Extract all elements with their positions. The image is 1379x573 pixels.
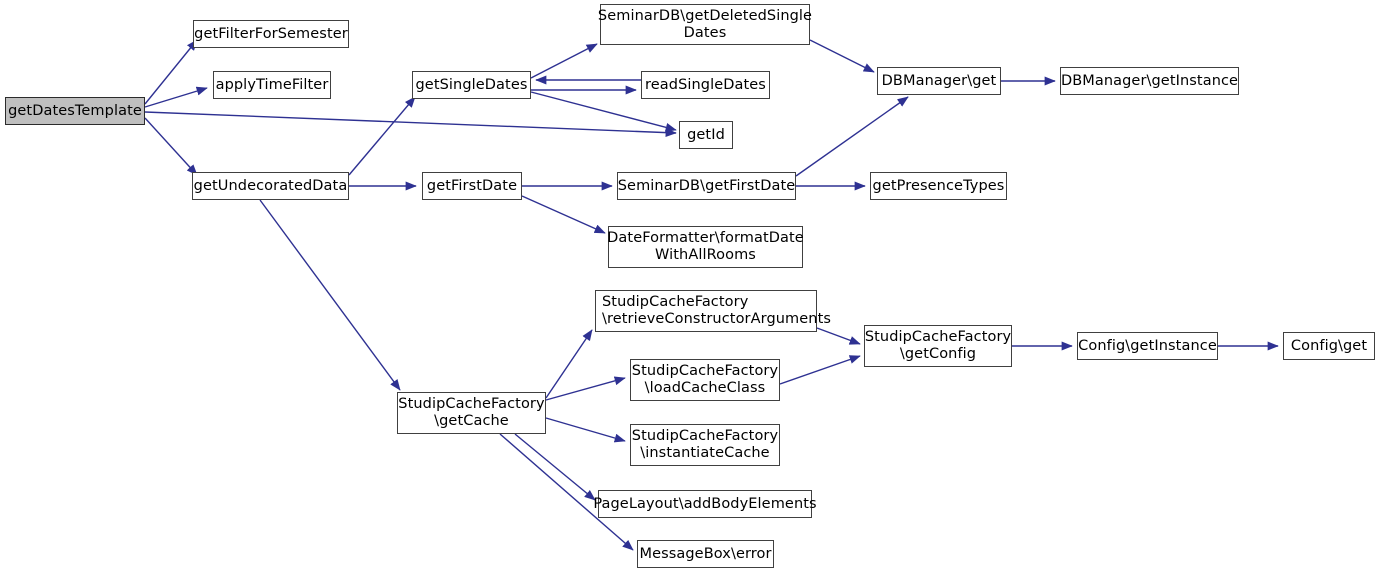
graph-node-label: getPresenceTypes	[872, 177, 1005, 194]
graph-node-StudipCacheFactoryGetConfig[interactable]: StudipCacheFactory \getConfig	[864, 325, 1012, 367]
graph-node-ConfigGet[interactable]: Config\get	[1283, 332, 1375, 360]
call-edge	[779, 355, 861, 385]
graph-node-label: SeminarDB\getDeletedSingle Dates	[597, 7, 813, 41]
graph-node-getFilterForSemester[interactable]: getFilterForSemester	[193, 20, 349, 48]
call-edge	[259, 199, 401, 391]
graph-node-DBManagerGet[interactable]: DBManager\get	[877, 67, 1001, 95]
graph-node-getDatesTemplate[interactable]: getDatesTemplate	[5, 97, 145, 125]
graph-node-label: StudipCacheFactory \getConfig	[864, 329, 1012, 362]
graph-node-readSingleDates[interactable]: readSingleDates	[641, 71, 770, 99]
graph-node-getDeletedSingleDates[interactable]: SeminarDB\getDeletedSingle Dates	[597, 4, 813, 45]
call-edge	[144, 39, 198, 105]
graph-node-label: DBManager\getInstance	[1060, 72, 1239, 89]
graph-node-applyTimeFilter[interactable]: applyTimeFilter	[213, 71, 331, 99]
call-edge	[816, 327, 861, 345]
graph-node-label: DBManager\get	[881, 72, 997, 89]
graph-node-label: StudipCacheFactory \getCache	[398, 396, 545, 429]
graph-node-label: Config\get	[1290, 337, 1368, 354]
graph-node-label: StudipCacheFactory \retrieveConstructorA…	[602, 294, 832, 327]
call-edge	[545, 376, 626, 401]
call-edge	[514, 433, 596, 501]
graph-node-label: PageLayout\addBodyElements	[593, 495, 817, 512]
call-edge	[545, 417, 626, 443]
graph-node-MessageBoxError[interactable]: MessageBox\error	[637, 540, 774, 568]
graph-node-DBManagerGetInstance[interactable]: DBManager\getInstance	[1060, 67, 1239, 95]
graph-node-addBodyElements[interactable]: PageLayout\addBodyElements	[593, 490, 817, 518]
graph-node-label: Config\getInstance	[1078, 337, 1217, 354]
graph-node-label: StudipCacheFactory \loadCacheClass	[631, 363, 779, 396]
graph-node-label: getFilterForSemester	[194, 25, 348, 42]
graph-node-label: getId	[687, 126, 725, 143]
graph-node-getSingleDates[interactable]: getSingleDates	[412, 71, 531, 99]
graph-node-label: getDatesTemplate	[8, 102, 142, 119]
graph-node-label: getFirstDate	[426, 177, 518, 194]
graph-node-getFirstDate[interactable]: getFirstDate	[422, 172, 522, 200]
graph-node-SeminarDBGetFirstDate[interactable]: SeminarDB\getFirstDate	[617, 172, 796, 200]
call-edge	[795, 96, 909, 177]
graph-node-instantiateCache[interactable]: StudipCacheFactory \instantiateCache	[630, 424, 780, 466]
graph-node-loadCacheClass[interactable]: StudipCacheFactory \loadCacheClass	[630, 359, 780, 401]
graph-node-label: getUndecoratedData	[193, 177, 348, 194]
call-edge	[521, 195, 606, 234]
graph-node-retrieveConstructorArguments[interactable]: StudipCacheFactory \retrieveConstructorA…	[595, 290, 831, 332]
call-edge	[809, 39, 875, 73]
call-edge	[144, 86, 208, 108]
call-edge	[144, 117, 198, 176]
graph-node-label: applyTimeFilter	[215, 76, 329, 93]
call-edge	[530, 43, 598, 79]
call-edge	[348, 96, 416, 176]
graph-node-formatDateWithAllRooms[interactable]: DateFormatter\formatDate WithAllRooms	[607, 226, 804, 268]
call-edge	[144, 111, 677, 138]
graph-node-label: readSingleDates	[645, 76, 766, 93]
graph-node-getCache[interactable]: StudipCacheFactory \getCache	[397, 392, 546, 434]
graph-node-getUndecoratedData[interactable]: getUndecoratedData	[192, 172, 349, 200]
graph-node-label: StudipCacheFactory \instantiateCache	[631, 428, 779, 461]
call-edge	[545, 329, 593, 399]
graph-node-label: DateFormatter\formatDate WithAllRooms	[607, 230, 804, 263]
graph-node-label: MessageBox\error	[639, 545, 772, 562]
graph-node-label: SeminarDB\getFirstDate	[617, 177, 796, 194]
graph-node-getId[interactable]: getId	[679, 121, 733, 149]
graph-node-getPresenceTypes[interactable]: getPresenceTypes	[870, 172, 1007, 200]
graph-node-ConfigGetInstance[interactable]: Config\getInstance	[1077, 332, 1218, 360]
graph-node-label: getSingleDates	[415, 76, 528, 93]
